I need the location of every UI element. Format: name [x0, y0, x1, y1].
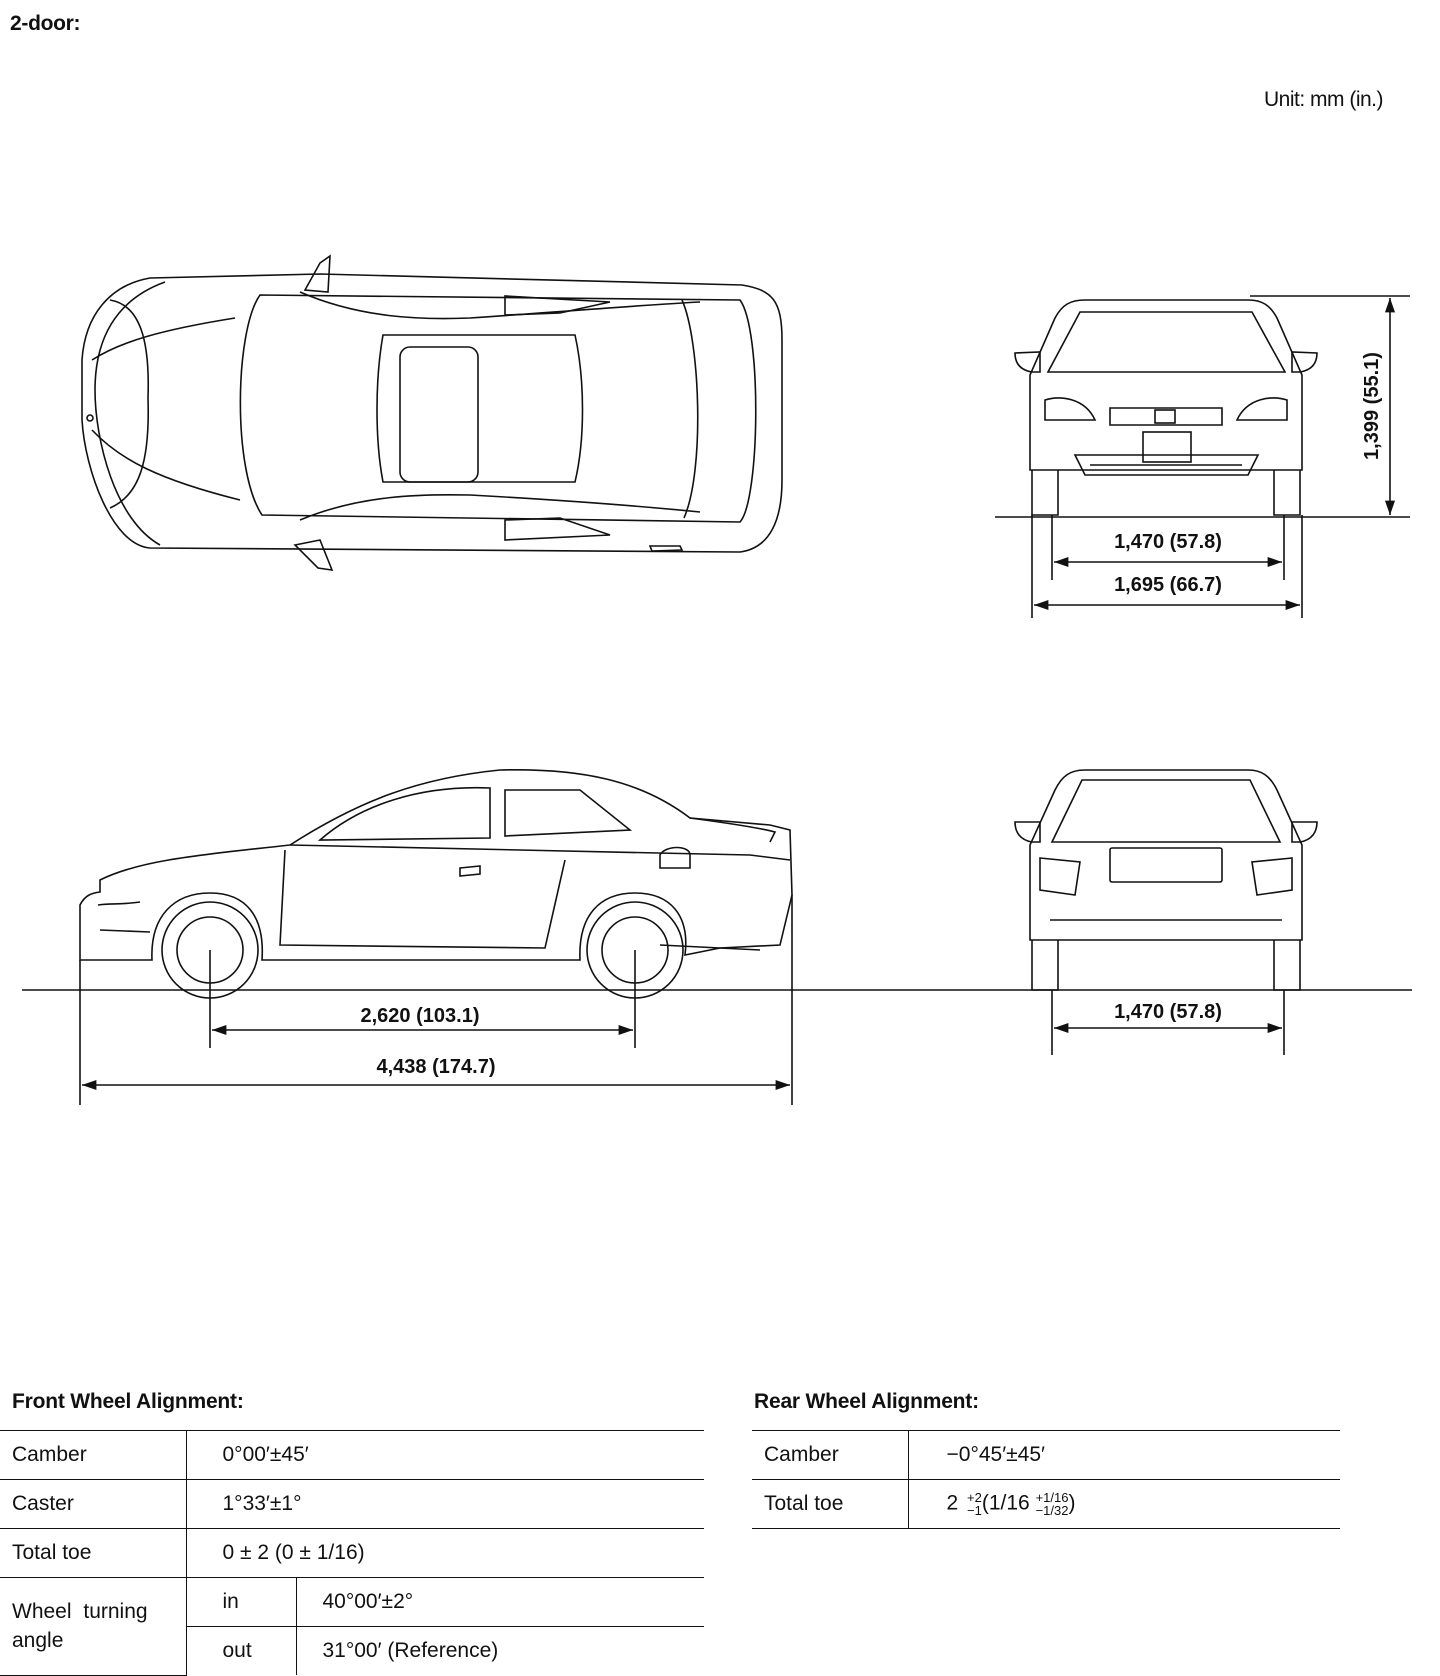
front-toe-label: Total toe [0, 1528, 187, 1578]
turning-in-label: in [186, 1577, 297, 1627]
unit-label: Unit: mm (in.) [1264, 88, 1384, 111]
height-label: 1,399 (55.1) [1361, 352, 1383, 460]
rear-camber-value: −0°45′±45′ [908, 1430, 1340, 1480]
front-alignment-title: Front Wheel Alignment: [12, 1390, 244, 1413]
rear-toe-value: 2 +2 −1 (1/16 +1/16 −1/32 ) [908, 1479, 1340, 1529]
overall-width-label: 1,695 (66.7) [1114, 574, 1222, 596]
rear-view-car [1014, 769, 1318, 991]
turning-out-label: out [186, 1626, 297, 1675]
turning-out-value: 31°00′ (Reference) [322, 1639, 499, 1662]
table-row: Camber 0°00′±45′ [0, 1430, 704, 1480]
overall-length-label: 4,438 (174.7) [377, 1056, 496, 1078]
table-row: Caster 1°33′±1° [0, 1479, 704, 1529]
table-row: Total toe 0 ± 2 (0 ± 1/16) [0, 1528, 704, 1578]
turning-in-value: 40°00′±2° [296, 1577, 704, 1627]
caster-value: 1°33′±1° [186, 1479, 704, 1529]
rear-toe-in-open: (1/16 [981, 1491, 1030, 1515]
rear-toe-in-plus: +1/16 [1035, 1490, 1069, 1505]
turning-angle-label: Wheel turning angle [0, 1577, 187, 1676]
front-toe-value: 0 ± 2 (0 ± 1/16) [186, 1528, 704, 1578]
rear-toe-in-tolerance: +1/16 −1/32 [1036, 1491, 1069, 1517]
rear-toe-label: Total toe [752, 1479, 909, 1529]
table-row: out 31°00′ (Reference) [0, 1626, 704, 1675]
rear-tread-label: 1,470 (57.8) [1114, 1001, 1222, 1023]
rear-toe-mm-tolerance: +2 −1 [967, 1491, 982, 1517]
rear-toe-mm-minus: −1 [967, 1503, 982, 1518]
front-tread-label: 1,470 (57.8) [1114, 531, 1222, 553]
table-row: Camber −0°45′±45′ [752, 1430, 1340, 1480]
table-row: Total toe 2 +2 −1 (1/16 +1/16 −1/32 ) [752, 1479, 1340, 1529]
camber-value: 0°00′±45′ [186, 1430, 704, 1480]
camber-label: Camber [0, 1430, 187, 1480]
page-title: 2-door: [10, 12, 81, 35]
vehicle-dimension-drawing: 1,399 (55.1) 1,470 (57.8) 1,695 (66.7) 2… [22, 254, 1412, 1105]
rear-toe-main: 2 [946, 1491, 959, 1515]
rear-camber-label: Camber [752, 1430, 909, 1480]
wheelbase-label: 2,620 (103.1) [361, 1005, 480, 1027]
rear-alignment-title: Rear Wheel Alignment: [754, 1390, 979, 1413]
side-view-car [79, 768, 793, 999]
top-view-car [81, 254, 783, 571]
front-view-car [1014, 299, 1318, 516]
front-alignment-table: Camber 0°00′±45′ Caster 1°33′±1° Total t… [0, 1430, 704, 1676]
rear-toe-in-close: ) [1068, 1491, 1076, 1515]
caster-label: Caster [0, 1479, 187, 1529]
rear-toe-mm-plus: +2 [967, 1490, 982, 1505]
rear-toe-in-minus: −1/32 [1035, 1503, 1069, 1518]
rear-alignment-table: Camber −0°45′±45′ Total toe 2 +2 −1 (1/1… [752, 1430, 1340, 1529]
table-row: Wheel turning angle in 40°00′±2° [0, 1577, 704, 1676]
